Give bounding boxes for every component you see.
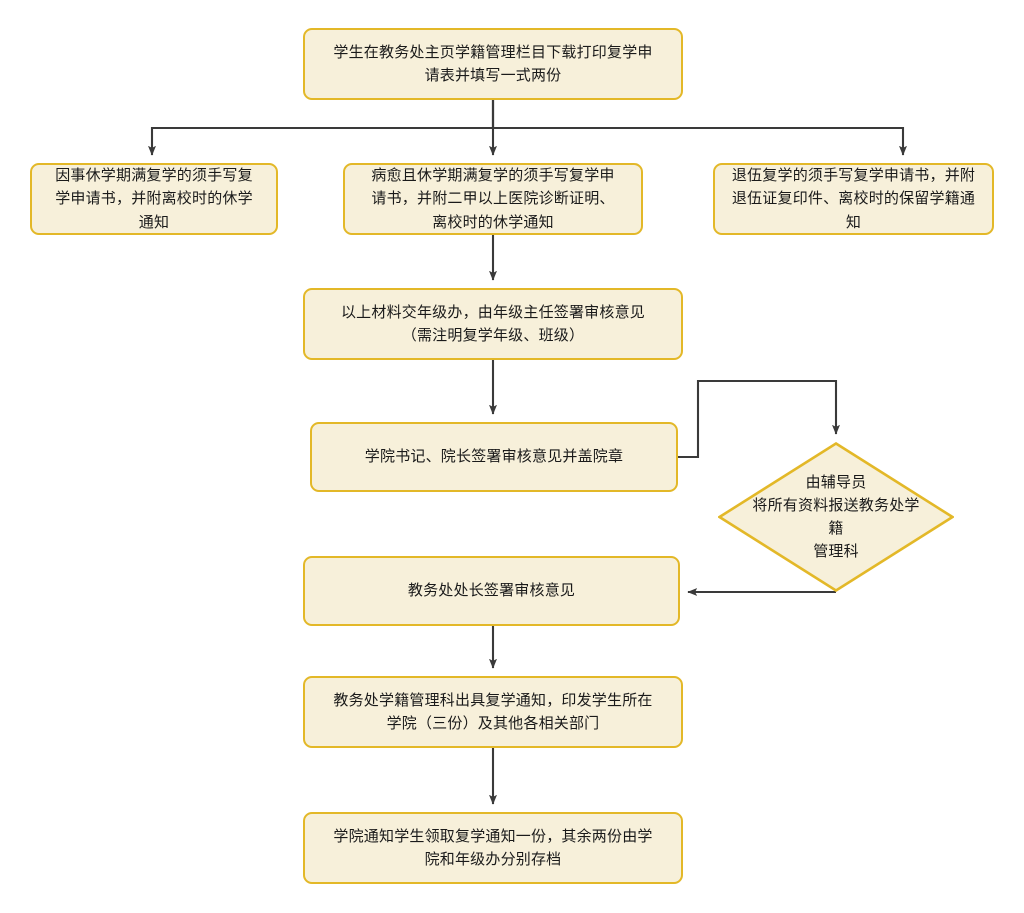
node-label: 病愈且休学期满复学的须手写复学申 请书，并附二甲以上医院诊断证明、 离校时的休学… <box>371 166 615 231</box>
connector-n1-to-n2 <box>148 100 495 156</box>
node-label: 学院通知学生领取复学通知一份，其余两份由学 院和年级办分别存档 <box>333 826 653 868</box>
diamond-shape-icon <box>718 442 954 592</box>
node-label: 教务处处长签署审核意见 <box>407 581 576 600</box>
node-grade-office-review[interactable]: 以上材料交年级办，由年级主任签署审核意见 （需注明复学年级、班级） <box>303 288 683 360</box>
node-label: 由辅导员 将所有资料报送教务处学籍 管理科 <box>752 472 920 561</box>
node-label: 学院书记、院长签署审核意见并盖院章 <box>364 447 624 466</box>
node-label: 退伍复学的须手写复学申请书，并附 退伍证复印件、离校时的保留学籍通 知 <box>731 166 976 231</box>
node-label: 因事休学期满复学的须手写复 学申请书，并附离校时的休学 通知 <box>55 166 253 231</box>
node-counselor-submit-materials[interactable]: 由辅导员 将所有资料报送教务处学籍 管理科 <box>718 442 954 592</box>
connector-n1-to-n4 <box>491 100 907 156</box>
node-download-application-form[interactable]: 学生在教务处主页学籍管理栏目下载打印复学申 请表并填写一式两份 <box>303 28 683 100</box>
node-personal-leave-resume[interactable]: 因事休学期满复学的须手写复 学申请书，并附离校时的休学 通知 <box>30 163 278 235</box>
node-student-collect-notice[interactable]: 学院通知学生领取复学通知一份，其余两份由学 院和年级办分别存档 <box>303 812 683 884</box>
node-label: 教务处学籍管理科出具复学通知，印发学生所在 学院（三份）及其他各相关部门 <box>333 690 653 732</box>
node-college-leaders-review[interactable]: 学院书记、院长签署审核意见并盖院章 <box>310 422 678 492</box>
node-label: 以上材料交年级办，由年级主任签署审核意见 （需注明复学年级、班级） <box>340 302 645 344</box>
node-military-service-resume[interactable]: 退伍复学的须手写复学申请书，并附 退伍证复印件、离校时的保留学籍通 知 <box>713 163 994 235</box>
node-medical-leave-resume[interactable]: 病愈且休学期满复学的须手写复学申 请书，并附二甲以上医院诊断证明、 离校时的休学… <box>343 163 643 235</box>
node-issue-resume-notice[interactable]: 教务处学籍管理科出具复学通知，印发学生所在 学院（三份）及其他各相关部门 <box>303 676 683 748</box>
node-academic-affairs-director-review[interactable]: 教务处处长签署审核意见 <box>303 556 680 626</box>
node-label: 学生在教务处主页学籍管理栏目下载打印复学申 请表并填写一式两份 <box>333 42 653 84</box>
